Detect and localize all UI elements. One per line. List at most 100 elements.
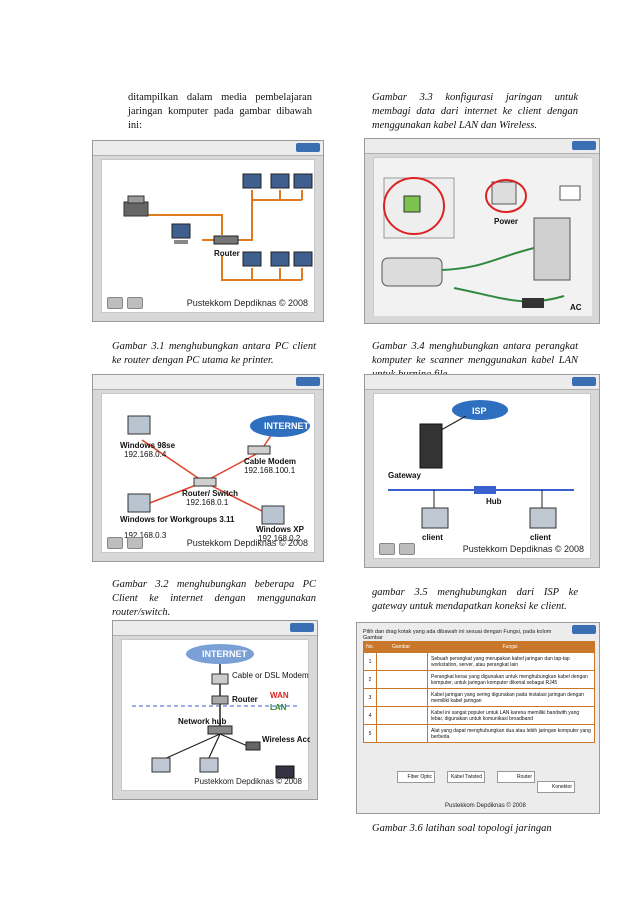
row-number: 5 <box>368 730 372 737</box>
close-icon[interactable] <box>572 141 596 150</box>
figure-3-2: INTERNET Windows 98se 192.168.0.4 Cable … <box>92 374 324 562</box>
next-button[interactable] <box>127 297 143 309</box>
pc2-name: Windows for Workgroups 3.11 <box>120 515 235 524</box>
printer-icon <box>123 195 149 217</box>
figure-canvas: Power AC <box>373 157 592 316</box>
next-button[interactable] <box>399 543 415 555</box>
row-function-text: Kabel ini sangat populer untuk LAN karen… <box>431 709 580 722</box>
prev-button[interactable] <box>107 297 123 309</box>
router-icon <box>213 235 239 245</box>
network-diagram-5: ISP Gateway Hub client client <box>388 400 574 542</box>
option-chip[interactable]: Router <box>497 771 535 783</box>
client-pc-icon <box>270 173 290 189</box>
client-pc-icon <box>293 251 313 267</box>
drop-target[interactable] <box>376 707 428 724</box>
table-row: 5 Alat yang dapat menghubungkan dua atau … <box>364 724 594 742</box>
row-function-text: Kabel jaringan yang sering digunakan pad… <box>431 691 584 704</box>
close-icon[interactable] <box>572 625 596 634</box>
pc3-name: Windows XP <box>256 525 305 534</box>
internet-label: INTERNET <box>202 649 248 659</box>
pc-icon <box>199 757 219 773</box>
drop-target[interactable] <box>376 671 428 688</box>
option-label: Konektor <box>551 784 572 790</box>
modem-text: Cable or DSL Modem <box>232 671 309 680</box>
cable-modem-icon <box>247 445 271 455</box>
network-diagram-4: Power AC <box>374 158 592 316</box>
router-label: Router <box>214 249 240 258</box>
gateway-server-icon <box>419 423 443 469</box>
client-pc-icon <box>242 251 262 267</box>
credit-text: Pustekkom Depdiknas © 2008 <box>186 298 308 308</box>
usb-icon <box>559 185 581 201</box>
row-function-text: Perangkat keras yang digunakan untuk men… <box>431 673 588 686</box>
figure-3-5: ISP Gateway Hub client client Pustekkom … <box>364 374 600 568</box>
client-pc-icon <box>270 251 290 267</box>
client-pc-icon <box>293 173 313 189</box>
prev-button[interactable] <box>107 537 123 549</box>
drop-target[interactable] <box>376 653 428 670</box>
close-icon[interactable] <box>290 623 314 632</box>
prev-button[interactable] <box>379 543 395 555</box>
modem-ip: 192.168.100.1 <box>244 466 296 475</box>
caption-3-2: Gambar 3.2 menghubungkan beberapa PC Cli… <box>112 579 316 618</box>
modem-icon <box>211 673 229 685</box>
figure-3-6: Pilih dan drag kotak yang ada dibawah in… <box>356 622 600 814</box>
modem-label: Cable or DSL Modem <box>232 671 309 680</box>
option-label: Fiber Optic <box>407 774 432 780</box>
table-row: 3 Kabel jaringan yang sering digunakan pa… <box>364 688 594 706</box>
close-icon[interactable] <box>296 143 320 152</box>
figure-3-4: Power AC <box>364 138 600 324</box>
pc3-ip: 192.168.0.2 <box>258 534 301 543</box>
router-icon <box>211 695 229 705</box>
row-number: 2 <box>368 676 372 683</box>
row-function-text: Sebuah perangkat yang merupakan kabel ja… <box>431 655 570 668</box>
window-titlebar <box>93 141 323 156</box>
pc-icon <box>127 493 151 513</box>
power-label: Power <box>494 217 518 226</box>
client-pc-icon <box>529 507 557 529</box>
caption-3-1: Gambar 3.1 menghubungkan antara PC clien… <box>112 341 316 366</box>
close-icon[interactable] <box>296 377 320 386</box>
instruction-text: Pilih dan drag kotak yang ada dibawah in… <box>363 629 552 641</box>
pc2-ip: 192.168.0.3 <box>124 531 167 540</box>
window-titlebar <box>113 621 317 636</box>
caption-3-5: gambar 3.5 menghubungkan dari ISP ke gat… <box>372 587 578 612</box>
figure-canvas: INTERNET Cable or DSL Modem Router WAN L… <box>121 639 310 791</box>
figure-canvas: Router Pustekkom Depdiknas © 2008 <box>101 159 315 313</box>
option-chip[interactable]: Kabel Twisted <box>447 771 485 783</box>
figure-canvas: ISP Gateway Hub client client Pustekkom … <box>373 393 591 559</box>
option-chip[interactable]: Fiber Optic <box>397 771 435 783</box>
next-button[interactable] <box>127 537 143 549</box>
credit-text: Pustekkom Depdiknas © 2008 <box>462 544 584 554</box>
network-hub-icon <box>207 725 233 735</box>
drop-target[interactable] <box>376 689 428 706</box>
hub-icon <box>474 486 496 494</box>
close-icon[interactable] <box>572 377 596 386</box>
client-pc-icon <box>242 173 262 189</box>
drop-target[interactable] <box>376 725 428 742</box>
laptop-icon <box>275 765 295 779</box>
row-function-text: Alat yang dapat menghubungkan dua atau l… <box>431 727 591 740</box>
gateway-label: Gateway <box>388 471 421 480</box>
network-diagram-2: INTERNET Windows 98se 192.168.0.4 Cable … <box>120 415 310 543</box>
row-number: 3 <box>368 694 372 701</box>
credit-text: Pustekkom Depdiknas © 2008 <box>445 803 526 809</box>
client2-label: client <box>530 533 551 542</box>
internet-label: INTERNET <box>264 421 310 431</box>
modem-name: Cable Modem <box>244 457 296 466</box>
wan-label: WAN <box>270 691 289 700</box>
pc1-ip: 192.168.0.4 <box>124 450 167 459</box>
option-chip[interactable]: Konektor <box>537 781 575 793</box>
figure-canvas: INTERNET Windows 98se 192.168.0.4 Cable … <box>101 393 315 553</box>
router-switch-icon <box>193 477 217 487</box>
scanner-icon <box>381 257 443 287</box>
router-label: Router <box>232 695 258 704</box>
wall-outlet-icon <box>383 177 455 239</box>
figure-3-1: Router Pustekkom Depdiknas © 2008 <box>92 140 324 322</box>
credit-text: Pustekkom Depdiknas © 2008 <box>194 777 302 786</box>
wireless-ap-icon <box>245 741 261 751</box>
pc1-name: Windows 98se <box>120 441 176 450</box>
